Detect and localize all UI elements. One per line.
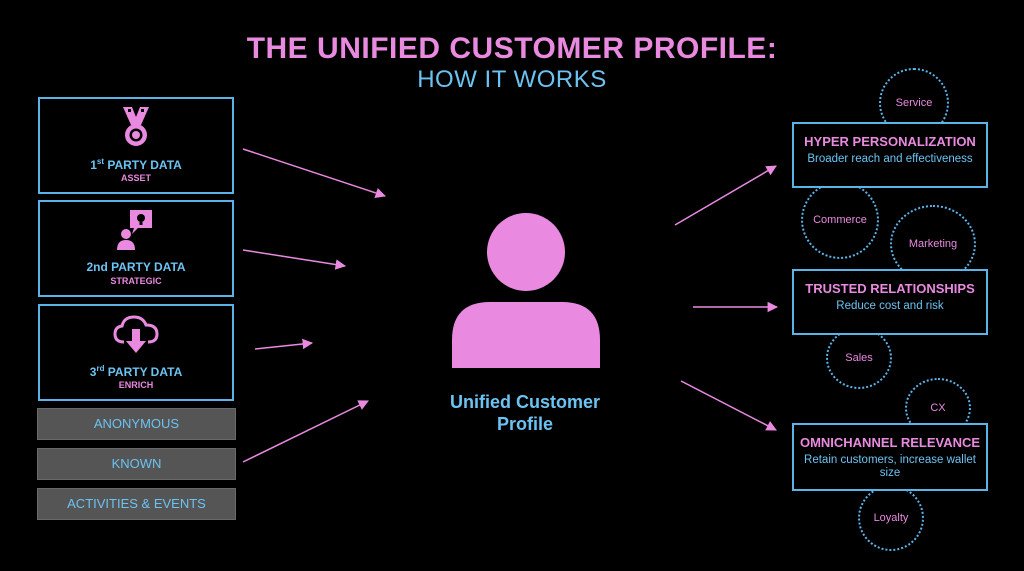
center-label: Unified Customer Profile <box>410 391 640 435</box>
outcome-title: OMNICHANNEL RELEVANCE <box>799 435 981 450</box>
source-label-1st-party: 1st PARTY DATA <box>90 157 182 172</box>
cloud-download-icon <box>113 315 159 353</box>
source-box-3rd-party: 3rd PARTY DATA ENRICH <box>38 304 234 401</box>
source-box-2nd-party: 2nd PARTY DATA STRATEGIC <box>38 200 234 297</box>
arrow-data-types <box>242 400 369 463</box>
data-type-activities-events: ACTIVITIES & EVENTS <box>37 488 236 520</box>
data-type-known: KNOWN <box>37 448 236 480</box>
outcome-trusted-relationships: TRUSTED RELATIONSHIPS Reduce cost and ri… <box>792 269 988 335</box>
arrow-3rd-party <box>254 338 314 350</box>
outcome-desc: Broader reach and effectiveness <box>807 153 973 165</box>
source-label-3rd-party: 3rd PARTY DATA <box>89 364 183 379</box>
channel-loyalty: Loyalty <box>858 485 924 551</box>
outcome-desc: Reduce cost and risk <box>836 300 944 312</box>
center-label-line1: Unified Customer <box>449 392 600 412</box>
arrow-omnichannel-relevance <box>680 380 777 431</box>
source-box-1st-party: 1st PARTY DATA ASSET <box>38 97 234 194</box>
person-idea-icon <box>117 210 152 250</box>
page-subtitle: HOW IT WORKS <box>417 66 607 93</box>
outcome-title: HYPER PERSONALIZATION <box>804 134 976 149</box>
channel-sales: Sales <box>826 327 892 389</box>
source-sub-1st-party: ASSET <box>120 173 151 183</box>
page-title: THE UNIFIED CUSTOMER PROFILE: <box>246 32 778 65</box>
data-type-anonymous: ANONYMOUS <box>37 408 236 440</box>
outcome-hyper-personalization: HYPER PERSONALIZATION Broader reach and … <box>792 122 988 188</box>
center-label-line2: Profile <box>496 414 553 434</box>
source-label-2nd-party: 2nd PARTY DATA <box>86 260 186 274</box>
source-sub-2nd-party: STRATEGIC <box>110 276 162 286</box>
medal-icon <box>123 107 149 146</box>
arrow-1st-party <box>242 148 386 199</box>
arrow-2nd-party <box>242 249 347 270</box>
channel-commerce: Commerce <box>801 181 879 259</box>
outcome-desc: Retain customers, increase wallet size <box>804 454 976 479</box>
outcome-title: TRUSTED RELATIONSHIPS <box>805 281 975 296</box>
source-sub-3rd-party: ENRICH <box>118 380 154 390</box>
outcome-omnichannel-relevance: OMNICHANNEL RELEVANCE Retain customers, … <box>792 423 988 491</box>
person-icon <box>452 213 600 368</box>
arrow-hyper-personalization <box>674 165 777 226</box>
